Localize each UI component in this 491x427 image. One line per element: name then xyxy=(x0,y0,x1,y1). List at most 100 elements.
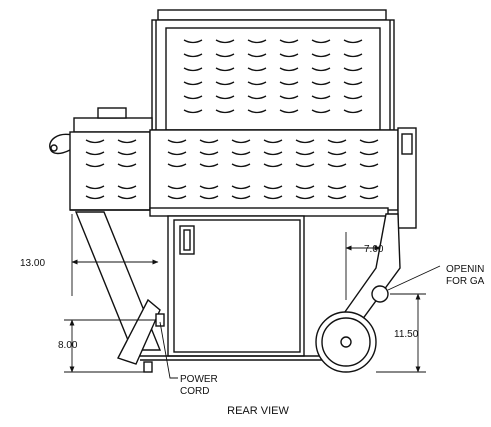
vent-slot xyxy=(327,185,347,190)
vent-slot xyxy=(263,185,283,190)
vent-slot xyxy=(183,53,203,58)
vent-slot xyxy=(279,67,299,72)
rear-access-door xyxy=(167,215,305,357)
vent-slot xyxy=(183,109,203,114)
vent-slot xyxy=(279,109,299,114)
gas-opening xyxy=(371,285,389,303)
vent-slot xyxy=(231,151,251,156)
vent-slot xyxy=(327,139,347,144)
dim-8-value: 8.00 xyxy=(58,340,78,351)
vent-slot xyxy=(279,53,299,58)
vent-slot xyxy=(117,195,137,200)
vent-slot xyxy=(199,139,219,144)
vent-slot xyxy=(231,139,251,144)
dim-13-value: 13.00 xyxy=(20,258,45,269)
vent-slot xyxy=(359,163,379,168)
view-title: REAR VIEW xyxy=(227,405,289,417)
vent-slot xyxy=(311,109,331,114)
vent-slot xyxy=(295,163,315,168)
vent-slot xyxy=(327,195,347,200)
vent-slot xyxy=(183,81,203,86)
vent-slot xyxy=(279,95,299,100)
vent-slot xyxy=(167,139,187,144)
vent-slot xyxy=(263,195,283,200)
vent-slot xyxy=(215,109,235,114)
vent-slot xyxy=(183,67,203,72)
grill-body xyxy=(69,127,417,229)
vent-slot xyxy=(85,195,105,200)
vent-slot xyxy=(343,39,363,44)
vent-slot xyxy=(359,151,379,156)
vent-slot xyxy=(359,195,379,200)
vent-slot xyxy=(295,185,315,190)
vent-slot xyxy=(311,53,331,58)
vent-slot xyxy=(295,195,315,200)
vent-slot xyxy=(247,81,267,86)
vent-slot xyxy=(85,139,105,144)
vent-slot xyxy=(231,195,251,200)
dimension-lines xyxy=(64,214,441,379)
gas-opening-callout-line1: OPENIN xyxy=(446,264,484,275)
dim-11-value: 11.50 xyxy=(394,329,419,340)
power-cord-callout-line1: POWER xyxy=(180,374,218,385)
vent-slot xyxy=(117,151,137,156)
vent-slot xyxy=(311,95,331,100)
vent-slot xyxy=(231,185,251,190)
vent-slot xyxy=(199,163,219,168)
vent-slot xyxy=(247,53,267,58)
vent-slot xyxy=(343,95,363,100)
vent-slot xyxy=(295,151,315,156)
side-shelf-handle xyxy=(49,133,73,155)
dim-7-value: 7.00 xyxy=(364,244,384,255)
vent-slot xyxy=(85,151,105,156)
vent-slot xyxy=(215,53,235,58)
vent-slot xyxy=(311,39,331,44)
vent-slot xyxy=(311,67,331,72)
vent-slot xyxy=(263,163,283,168)
vent-slot xyxy=(327,151,347,156)
vent-slot xyxy=(215,67,235,72)
vent-slot xyxy=(343,81,363,86)
vent-slot xyxy=(117,185,137,190)
vent-slot xyxy=(247,39,267,44)
vent-slot xyxy=(247,67,267,72)
vent-slot xyxy=(279,81,299,86)
vent-slot xyxy=(247,95,267,100)
side-burner-lid xyxy=(73,107,153,133)
louver-vents xyxy=(85,39,379,200)
vent-slot xyxy=(279,39,299,44)
vent-slot xyxy=(167,163,187,168)
vent-slot xyxy=(359,139,379,144)
grill-hood xyxy=(151,9,395,131)
vent-slot xyxy=(215,39,235,44)
vent-slot xyxy=(263,139,283,144)
vent-slot xyxy=(199,185,219,190)
gas-opening-leader xyxy=(387,265,441,291)
power-cord-leader xyxy=(159,321,178,379)
vent-slot xyxy=(167,151,187,156)
vent-slot xyxy=(263,151,283,156)
vent-slot xyxy=(359,185,379,190)
vent-slot xyxy=(215,81,235,86)
vent-slot xyxy=(117,139,137,144)
vent-slot xyxy=(311,81,331,86)
vent-slot xyxy=(295,139,315,144)
vent-slot xyxy=(167,185,187,190)
vent-slot xyxy=(247,109,267,114)
rear-wheel xyxy=(315,311,377,373)
vent-slot xyxy=(199,195,219,200)
gas-opening-callout-line2: FOR GA xyxy=(446,276,485,287)
vent-slot xyxy=(343,109,363,114)
power-cord-callout-line2: CORD xyxy=(180,386,209,397)
vent-slot xyxy=(117,163,137,168)
vent-slot xyxy=(231,163,251,168)
vent-slot xyxy=(85,163,105,168)
vent-slot xyxy=(215,95,235,100)
vent-slot xyxy=(183,95,203,100)
vent-slot xyxy=(85,185,105,190)
vent-slot xyxy=(199,151,219,156)
vent-slot xyxy=(167,195,187,200)
grill-outline xyxy=(49,9,417,373)
